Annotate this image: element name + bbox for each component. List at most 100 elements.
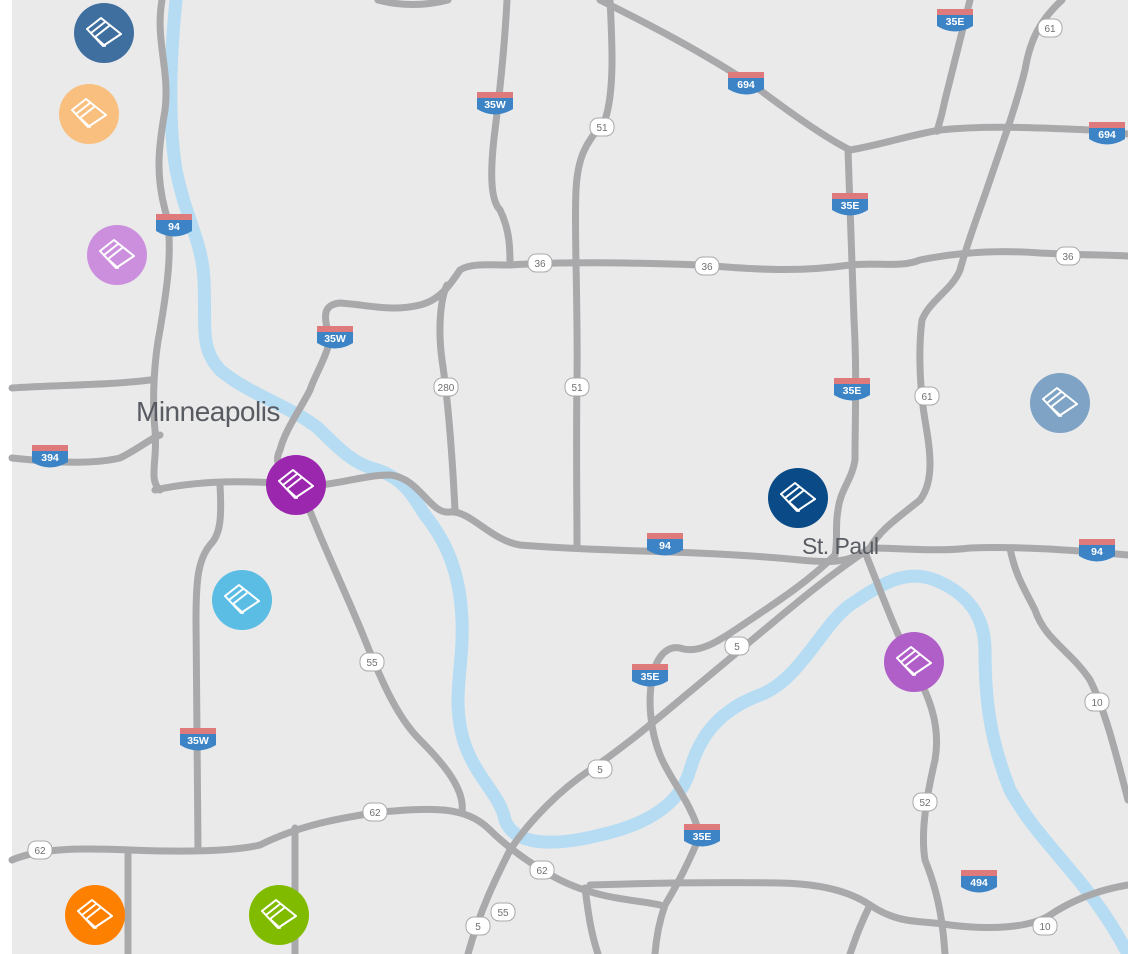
route-marker-label: 62 [536, 866, 548, 877]
club-marker[interactable] [212, 570, 272, 630]
interstate-shield: 494 [961, 870, 997, 893]
route-marker-label: 10 [1039, 922, 1051, 933]
road-south-arterial-3 [581, 884, 602, 954]
map-background [12, 0, 1128, 954]
interstate-shield-label: 394 [41, 452, 59, 464]
handshake-icon [896, 646, 932, 676]
interstate-shield-label: 35E [946, 16, 965, 28]
club-marker[interactable] [884, 632, 944, 692]
route-marker: 280 [433, 377, 459, 397]
route-marker-label: 52 [919, 798, 931, 809]
handshake-icon [71, 98, 107, 128]
interstate-shield-label: 94 [168, 221, 180, 233]
club-marker[interactable] [768, 468, 828, 528]
interstate-shield-label: 35E [843, 385, 862, 397]
club-marker[interactable] [65, 885, 125, 945]
handshake-icon [1042, 387, 1078, 417]
interstate-shield: 35W [317, 326, 353, 349]
interstate-shields: 35E 35W 694 35E 694 94 35W 35E 394 94 94… [32, 9, 1125, 893]
road-us61 [866, 0, 1066, 552]
route-marker: 5 [465, 916, 491, 936]
interstate-shield: 35E [937, 9, 973, 32]
route-marker-label: 36 [534, 259, 546, 270]
route-marker: 36 [694, 256, 720, 276]
route-marker: 5 [587, 759, 613, 779]
club-marker[interactable] [59, 84, 119, 144]
handshake-icon [77, 899, 113, 929]
handshake-icon [780, 482, 816, 512]
route-marker: 10 [1032, 916, 1058, 936]
route-marker: 62 [362, 802, 388, 822]
route-marker: 52 [912, 792, 938, 812]
route-marker-label: 10 [1091, 698, 1103, 709]
club-marker[interactable] [249, 885, 309, 945]
road-hwy280 [436, 281, 459, 514]
club-marker[interactable] [1030, 373, 1090, 433]
route-marker-label: 61 [1044, 24, 1056, 35]
club-marker[interactable] [266, 455, 326, 515]
interstate-shield: 35E [832, 193, 868, 216]
road-hwy36 [274, 261, 514, 489]
interstate-shield: 694 [1089, 122, 1125, 145]
route-marker: 51 [589, 117, 615, 137]
route-marker: 62 [27, 840, 53, 860]
route-marker-label: 61 [921, 392, 933, 403]
road-west-arterial [8, 376, 154, 392]
handshake-icon [224, 584, 260, 614]
club-marker[interactable] [87, 225, 147, 285]
handshake-icon [86, 17, 122, 47]
road-network [8, 0, 1128, 954]
road-i35e-south [646, 551, 839, 954]
road-north-west-top [374, 0, 452, 8]
route-marker-label: 62 [34, 846, 46, 857]
road-hwy36-east [506, 248, 1128, 274]
route-marker: 61 [1037, 18, 1063, 38]
interstate-shield: 394 [32, 445, 68, 468]
road-i35w-north [488, 0, 514, 269]
interstate-shield: 94 [647, 533, 683, 556]
route-marker-label: 51 [571, 383, 583, 394]
route-marker: 51 [564, 377, 590, 397]
city-label-minneapolis: Minneapolis [136, 396, 280, 427]
route-marker-label: 36 [1062, 252, 1074, 263]
road-hwy55 [296, 481, 466, 816]
interstate-shield: 94 [1079, 539, 1115, 562]
interstate-shield: 694 [728, 72, 764, 95]
route-marker: 62 [529, 860, 555, 880]
interstate-shield-label: 94 [1091, 546, 1103, 558]
club-markers [59, 3, 1090, 945]
route-marker: 5 [724, 636, 750, 656]
road-hwy62-east [586, 879, 1128, 931]
interstate-shield: 35E [632, 664, 668, 687]
route-marker: 61 [914, 386, 940, 406]
route-marker-label: 55 [366, 658, 378, 669]
road-hwy52 [861, 548, 949, 954]
interstate-shield: 35E [684, 824, 720, 847]
interstate-shield: 94 [156, 214, 192, 237]
road-south-arterial-4 [846, 901, 874, 954]
road-hwy5 [464, 544, 874, 954]
interstate-shield: 35W [180, 728, 216, 751]
city-label-st-paul: St. Paul [802, 533, 879, 559]
route-markers: 61 51 36 36 36 280 51 61 55 5 5 10 52 62… [27, 18, 1110, 936]
road-i35e [831, 146, 860, 559]
interstate-shield-label: 94 [659, 540, 671, 552]
route-marker: 36 [527, 253, 553, 273]
club-marker[interactable] [74, 3, 134, 63]
route-marker-label: 62 [369, 808, 381, 819]
interstate-shield-label: 694 [737, 79, 755, 91]
route-marker-label: 5 [597, 765, 603, 776]
interstate-shield: 35W [477, 92, 513, 115]
route-marker-label: 5 [475, 922, 481, 933]
interstate-shield-label: 494 [970, 877, 988, 889]
route-marker-label: 36 [701, 262, 713, 273]
handshake-icon [278, 469, 314, 499]
road-i35w-south [192, 481, 225, 854]
interstate-shield-label: 35E [841, 200, 860, 212]
interstate-shield-label: 35E [693, 831, 712, 843]
interstate-shield-label: 694 [1098, 129, 1116, 141]
handshake-icon [261, 899, 297, 929]
interstate-shield-label: 35W [187, 735, 209, 747]
